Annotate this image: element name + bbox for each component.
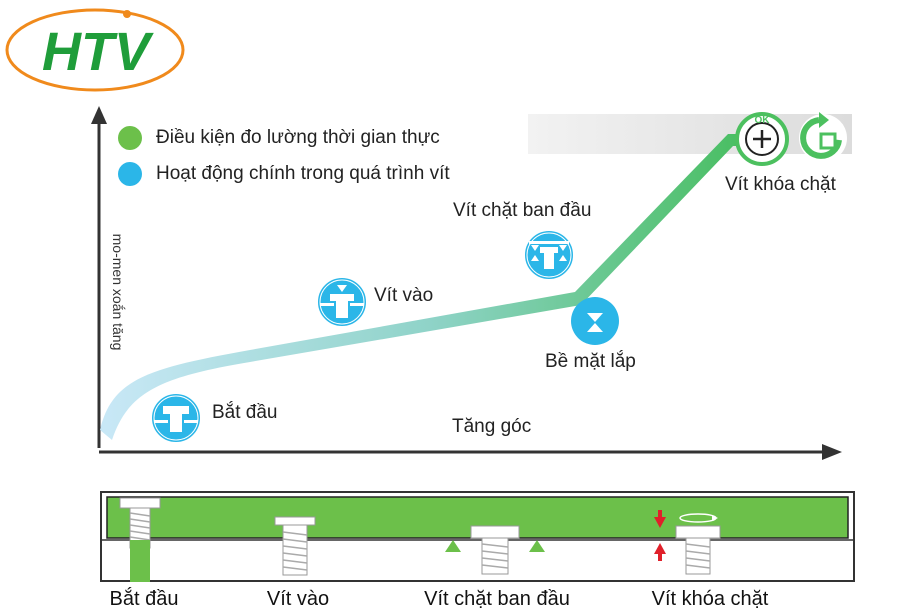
stage-label-start: Bắt đầu [212, 402, 278, 423]
stage-label-initial-tight: Vít chặt ban đầu [453, 200, 592, 221]
start-icon [150, 392, 202, 444]
bottom-label-initial-tight: Vít chặt ban đầu [424, 588, 570, 610]
screw-initial-tight [445, 522, 545, 575]
legend-item-realtime: Điều kiện đo lường thời gian thực [118, 126, 440, 150]
green-dot-icon [118, 126, 142, 150]
screw-process-diagram [100, 491, 855, 582]
stage-label-seat-surface: Bề mặt lắp [545, 351, 636, 372]
legend-label: Điều kiện đo lường thời gian thực [156, 127, 440, 148]
final-torque-band [528, 114, 852, 154]
screw-in-icon [316, 276, 368, 328]
x-axis-label: Tăng góc [452, 416, 532, 437]
x-axis-arrow [822, 444, 842, 460]
blue-dot-icon [118, 162, 142, 186]
logo-text: HTV [42, 22, 154, 82]
rotation-complete-icon [799, 112, 847, 162]
bottom-label-start: Bắt đầu [109, 588, 179, 610]
legend-label: Hoạt động chính trong quá trình vít [156, 163, 450, 184]
ok-tightened-icon: OK [735, 112, 789, 166]
y-axis-arrow [91, 106, 107, 124]
stage-label-final-tight: Vít khóa chặt [725, 174, 836, 195]
seat-surface-icon [571, 297, 619, 345]
torque-graph: OK [91, 106, 852, 460]
screw-final-tight [654, 510, 721, 575]
htv-logo: HTV [0, 0, 200, 100]
screw-start [119, 497, 161, 582]
ok-badge-text: OK [755, 115, 771, 126]
stage-label-screw-in: Vít vào [374, 285, 434, 306]
bottom-label-final-tight: Vít khóa chặt [651, 588, 769, 610]
logo-ring [5, 8, 185, 92]
bottom-label-screw-in: Vít vào [266, 588, 330, 610]
initial-tightening-icon [523, 229, 575, 281]
y-axis-label: mo-men xoắn tăng [110, 233, 126, 351]
screw-in [274, 500, 316, 576]
legend-item-main-ops: Hoạt động chính trong quá trình vít [118, 162, 450, 186]
